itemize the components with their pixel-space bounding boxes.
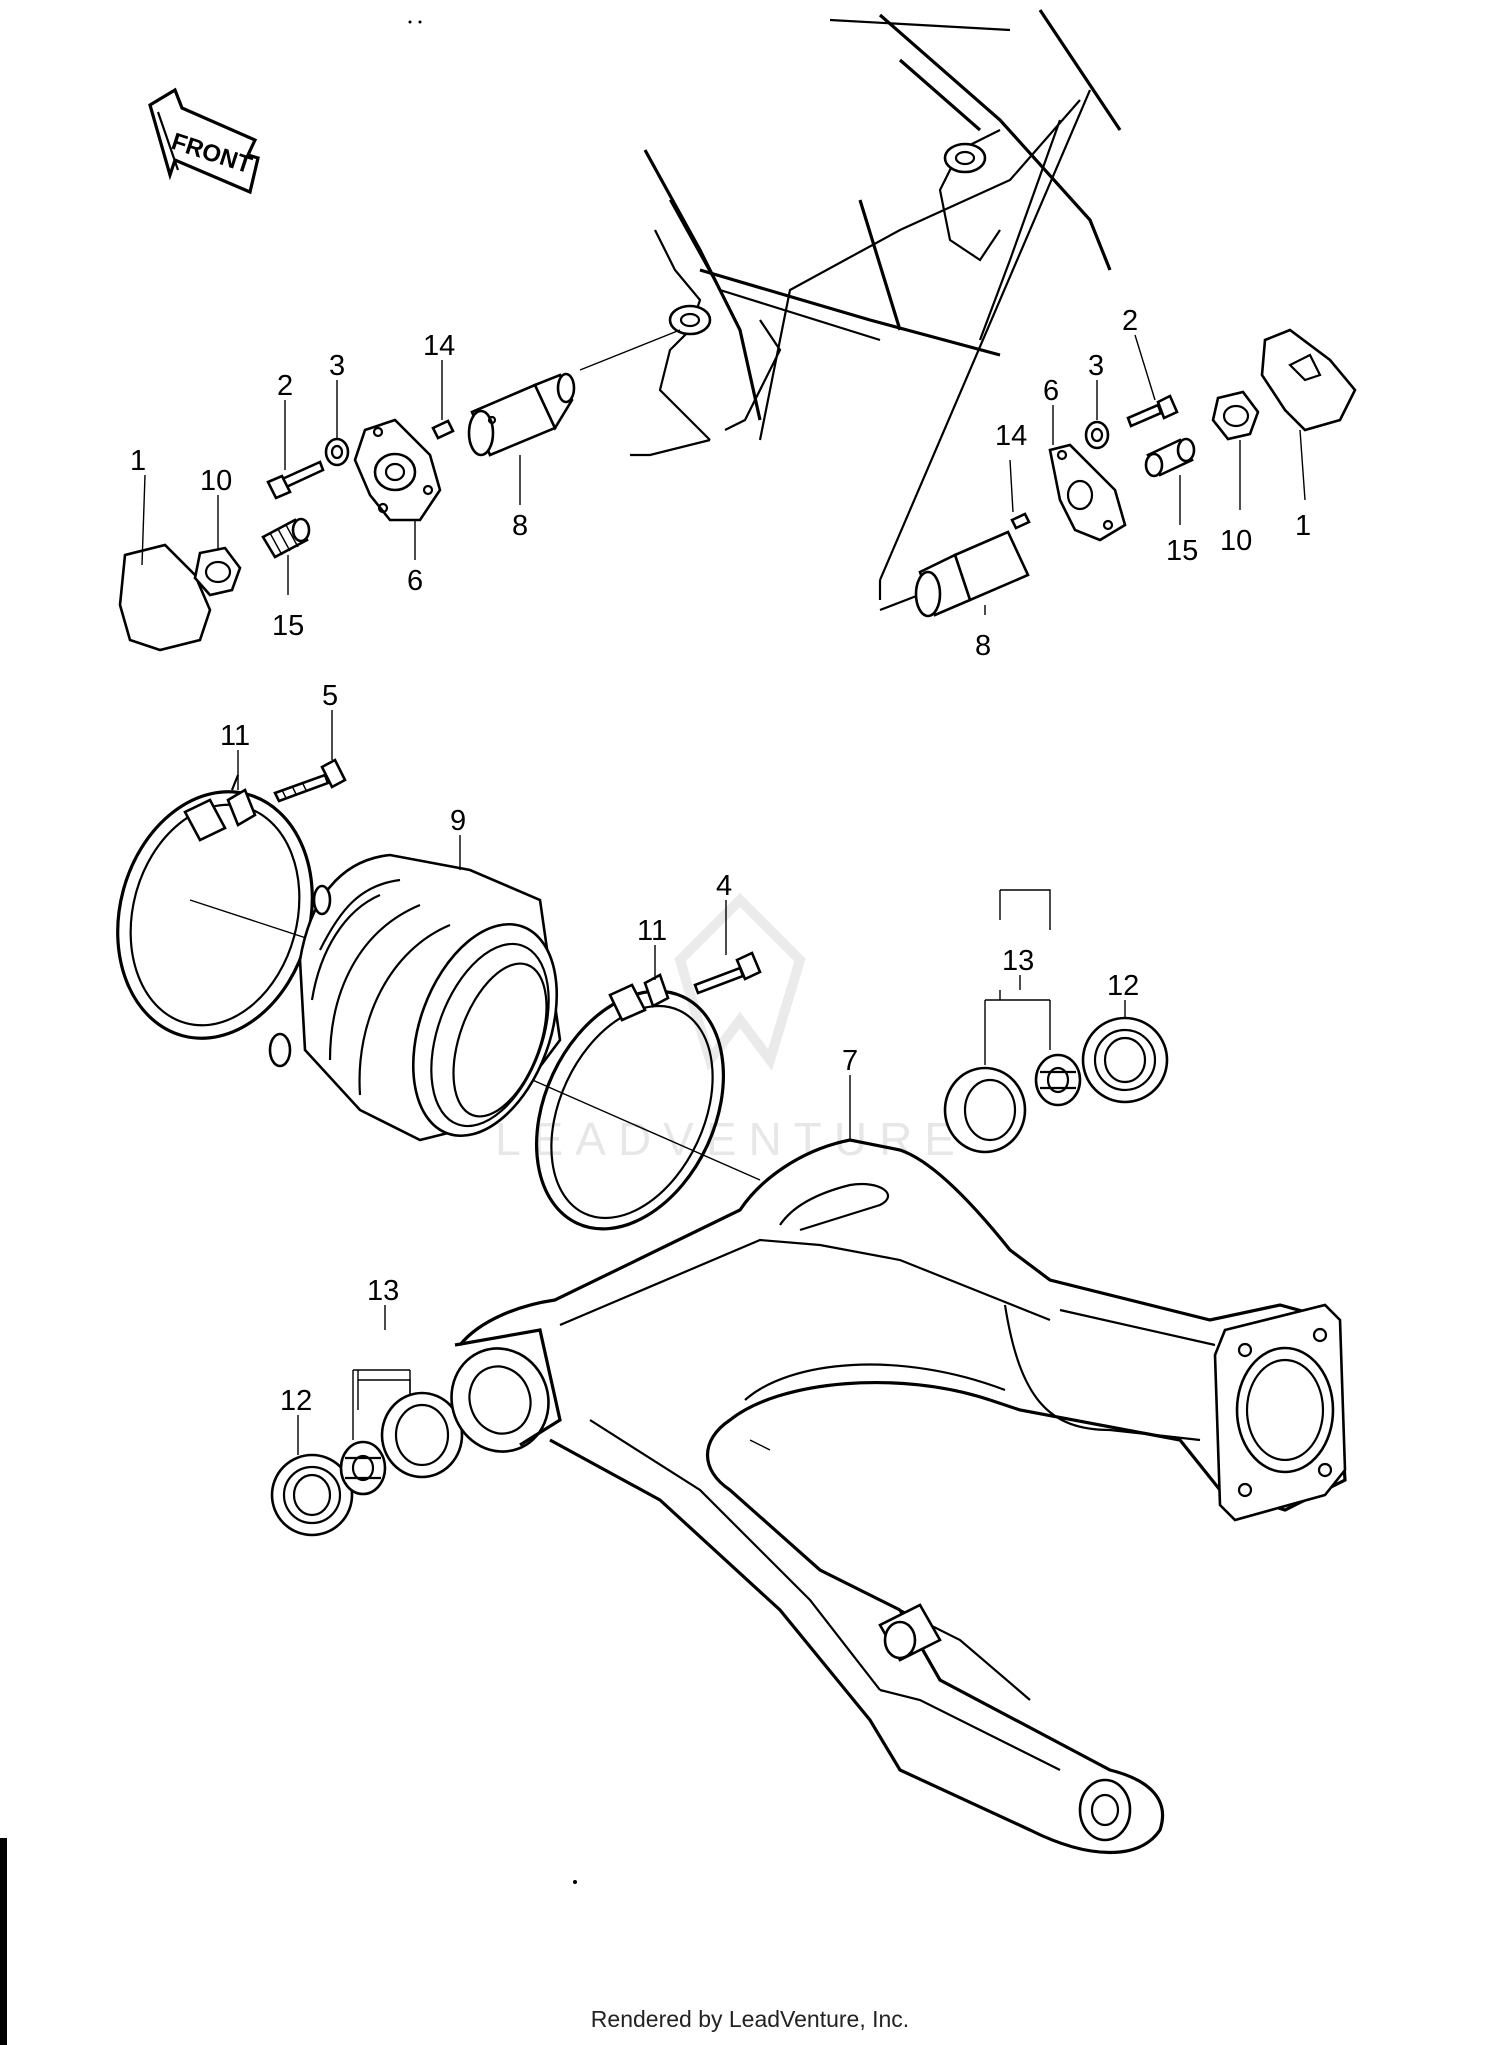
bearing-race-upper: [943, 1066, 1027, 1154]
watermark: LEADVENTURE: [495, 892, 967, 1165]
callouts: 1 10 15 2 3 6 14 8 14 6 3 2 15 10 1 8 5 …: [130, 305, 1311, 1455]
callout-13-lower: 13: [367, 1275, 399, 1307]
center-lines: [189, 329, 1051, 1410]
callout-1-left: 1: [130, 445, 146, 477]
callout-8-right: 8: [975, 630, 991, 662]
callout-3-right: 3: [1088, 350, 1104, 382]
callout-2-right: 2: [1122, 305, 1138, 337]
front-arrow-icon: FRONT: [148, 87, 260, 195]
pin-left: [431, 419, 455, 440]
bolt-5: [273, 758, 347, 803]
frame-outline: [630, 9, 1122, 612]
adjuster-plate-right: [1048, 443, 1127, 542]
pivot-cap-left: [118, 543, 212, 652]
callout-15-left: 15: [272, 610, 304, 642]
washer-left: [324, 437, 350, 467]
callout-15-right: 15: [1166, 535, 1198, 567]
callout-10-right: 10: [1220, 525, 1252, 557]
svg-text:LEADVENTURE: LEADVENTURE: [495, 1113, 967, 1165]
callout-8-left: 8: [512, 510, 528, 542]
callout-1-right: 1: [1295, 510, 1311, 542]
bearings-upper: [943, 1016, 1169, 1154]
washer-right: [1084, 420, 1110, 450]
callout-14-right: 14: [995, 420, 1027, 452]
adjuster-plate-left: [353, 418, 442, 522]
bearing-race-lower: [380, 1391, 464, 1479]
callout-6-left: 6: [407, 565, 423, 597]
callout-4: 4: [716, 870, 732, 902]
page-edge-bar: [0, 1838, 7, 2045]
roller-bearing-lower: [339, 1440, 387, 1496]
swingarm: [450, 1138, 1347, 1854]
callout-10-left: 10: [200, 465, 232, 497]
adjuster-bolt-left: [261, 517, 311, 559]
callout-11-right: 11: [637, 915, 667, 947]
callout-5: 5: [322, 680, 338, 712]
stray-marks: [408, 20, 577, 1884]
adjuster-bolt-right: [1144, 437, 1196, 478]
bolt-4: [693, 951, 762, 995]
nut-right: [1211, 390, 1260, 441]
pivot-cap-right: [1260, 328, 1357, 432]
rubber-boot: [268, 853, 562, 1142]
collar-left: [467, 372, 576, 457]
nut-left: [193, 546, 242, 597]
callout-9: 9: [450, 805, 466, 837]
footer-credit: Rendered by LeadVenture, Inc.: [590, 2006, 910, 2032]
callout-6-right: 6: [1043, 375, 1059, 407]
boot-assembly: [116, 758, 762, 1231]
callout-13-upper: 13: [1002, 945, 1034, 977]
pin-right: [1010, 512, 1031, 530]
right-pivot-assembly: [914, 328, 1357, 618]
roller-bearing-upper: [1034, 1053, 1082, 1107]
callout-7: 7: [842, 1045, 858, 1077]
bolt-right: [1126, 394, 1179, 428]
collar-right: [914, 530, 1030, 618]
callout-3-left: 3: [329, 350, 345, 382]
oil-seal-lower: [270, 1453, 354, 1537]
callout-14-left: 14: [423, 330, 455, 362]
callout-12-upper: 12: [1107, 970, 1139, 1002]
bearings-lower: [270, 1391, 464, 1537]
oil-seal-upper: [1081, 1016, 1169, 1104]
band-clamp-right: [534, 973, 726, 1231]
left-pivot-assembly: [118, 372, 576, 652]
callout-2-left: 2: [277, 370, 293, 402]
callout-11-left: 11: [220, 720, 250, 752]
bolt-left: [266, 460, 325, 500]
callout-12-lower: 12: [280, 1385, 312, 1417]
